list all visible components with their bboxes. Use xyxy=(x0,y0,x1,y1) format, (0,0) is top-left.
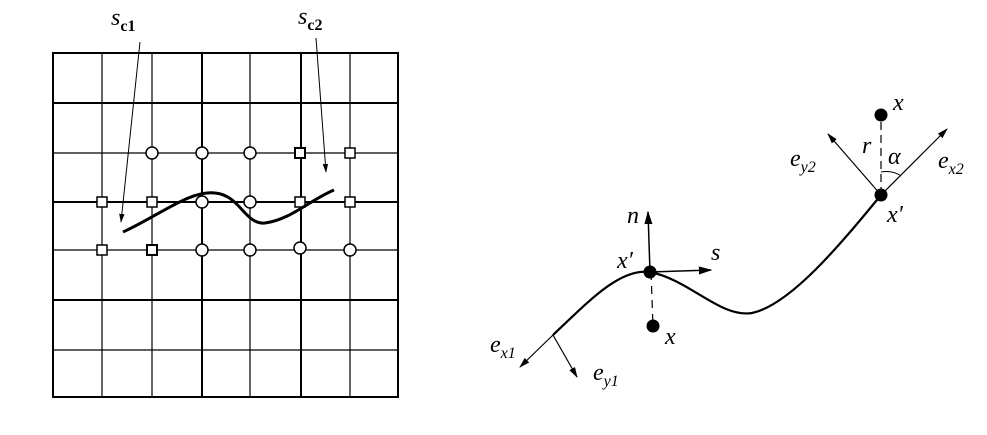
label-r: r xyxy=(862,133,872,159)
interface-curve xyxy=(122,188,335,234)
circle-node xyxy=(343,243,357,257)
circle-node xyxy=(243,243,257,257)
dashed-r1 xyxy=(650,271,654,327)
square-node xyxy=(96,196,108,208)
arrow-sc2 xyxy=(315,37,329,173)
circle-node xyxy=(293,241,307,255)
angle-arc xyxy=(880,171,902,177)
square-node xyxy=(344,147,356,159)
boundary-curve xyxy=(552,194,882,336)
label-ex1: ex1 xyxy=(490,332,516,362)
label-x-prime-2: x′ xyxy=(886,202,904,228)
circle-node xyxy=(243,146,257,160)
label-x-1: x xyxy=(664,324,676,350)
arrow-ey1 xyxy=(552,334,578,378)
grid xyxy=(52,52,399,398)
point-x-1 xyxy=(646,319,660,333)
point-x-2 xyxy=(874,108,888,122)
square-node xyxy=(146,196,158,208)
label-alpha: α xyxy=(888,144,901,170)
label-ex2: ex2 xyxy=(938,148,964,178)
circle-node xyxy=(195,146,209,160)
circle-node xyxy=(145,146,159,160)
point-x-prime-1 xyxy=(643,265,657,279)
label-s: s xyxy=(711,240,720,266)
label-n: n xyxy=(627,203,639,229)
label-sc1: sc1 xyxy=(111,5,135,35)
circle-node xyxy=(195,195,209,209)
circle-node xyxy=(243,195,257,209)
arrow-ex2 xyxy=(880,128,948,196)
label-x-2: x xyxy=(892,90,904,116)
square-node xyxy=(146,244,158,256)
square-node xyxy=(294,196,306,208)
arrow-n xyxy=(644,210,653,273)
grid-nodes xyxy=(96,146,357,257)
square-node xyxy=(344,196,356,208)
label-sc2: sc2 xyxy=(298,4,322,34)
label-ey1: ey1 xyxy=(593,360,619,390)
square-node xyxy=(96,244,108,256)
arrow-ey2 xyxy=(827,133,882,196)
arrow-ex1 xyxy=(519,334,554,368)
arrow-sc1 xyxy=(119,41,141,223)
label-ey2: ey2 xyxy=(790,146,816,176)
arrow-s xyxy=(649,266,713,275)
circle-node xyxy=(195,243,209,257)
point-x-prime-2 xyxy=(874,188,888,202)
label-x-prime-1: x′ xyxy=(616,248,634,274)
square-node xyxy=(294,147,306,159)
